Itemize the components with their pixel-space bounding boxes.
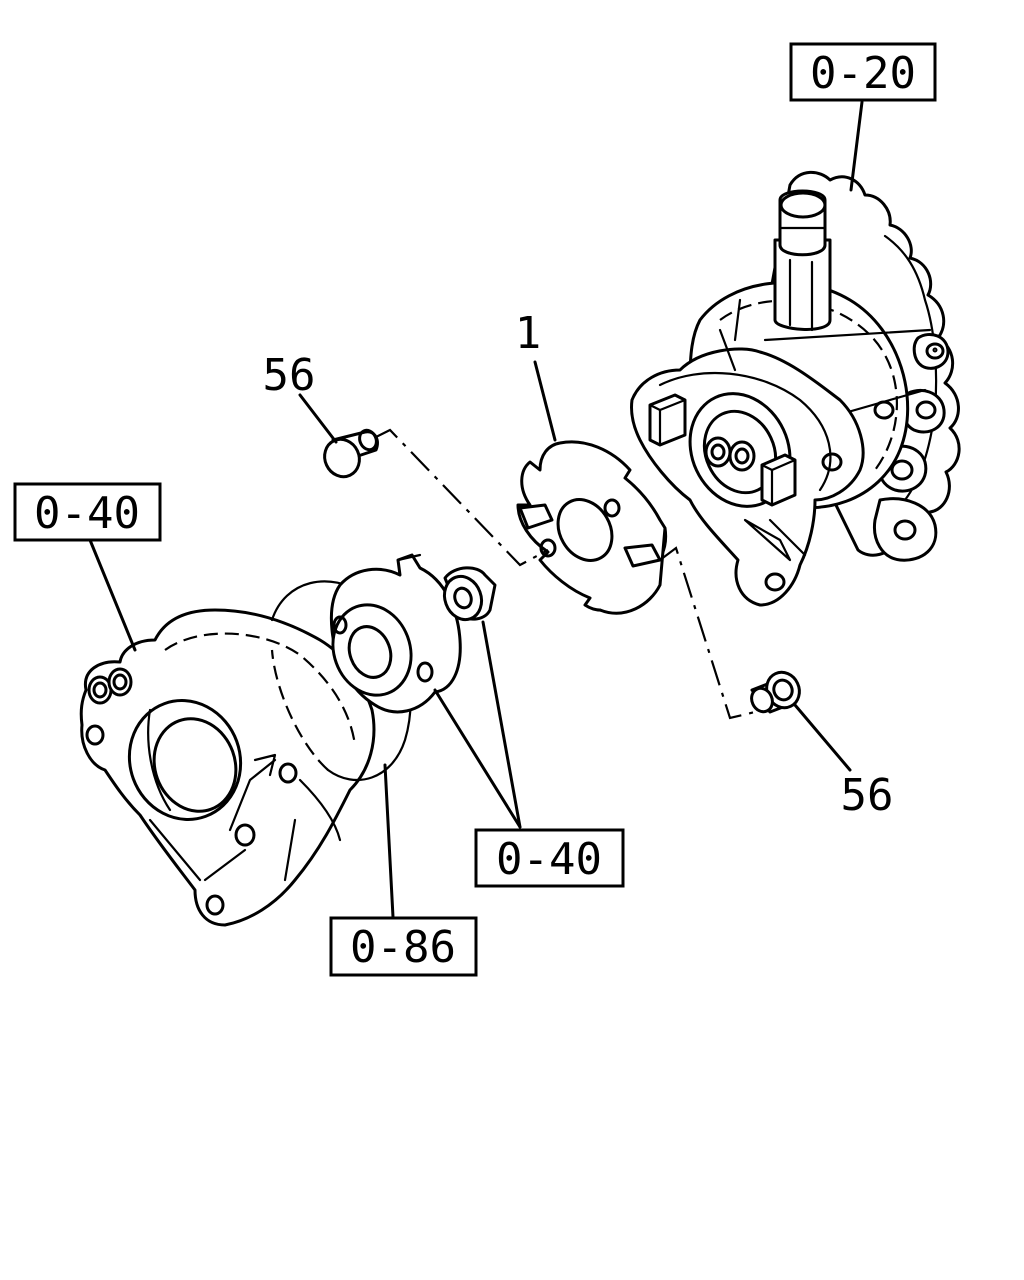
callout-0-40-left: 0-40 (13, 482, 162, 542)
callout-0-86: 0-86 (329, 916, 478, 977)
callout-0-40-left-label: 0-40 (34, 488, 140, 539)
coupling-part-1 (516, 440, 668, 615)
leader-lines (88, 100, 864, 919)
part-number-56-top: 56 (263, 350, 316, 401)
part-number-56-bottom: 56 (841, 770, 894, 821)
part-number-1: 1 (515, 308, 542, 359)
adapter-housing (79, 608, 376, 927)
callout-0-40-bottom-label: 0-40 (496, 834, 602, 885)
callout-0-40-bottom: 0-40 (474, 828, 625, 888)
seal-plate (329, 553, 462, 714)
flange-bolt (442, 566, 497, 622)
callout-0-86-label: 0-86 (350, 922, 456, 973)
callout-0-20-label: 0-20 (810, 48, 916, 99)
pin-56-bottom (750, 670, 801, 714)
vacuum-pump-assembly (630, 170, 961, 607)
assembly-centerlines (375, 428, 756, 720)
pin-56-top (323, 428, 379, 479)
callout-0-20: 0-20 (789, 42, 937, 102)
